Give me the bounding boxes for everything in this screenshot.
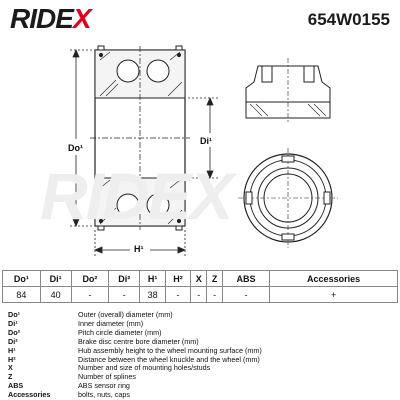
spec-table-header-row: Do¹ Di¹ Do² Di² H¹ H² X Z ABS Accessorie… [2, 270, 398, 287]
technical-drawing: RIDEX [0, 38, 400, 264]
legend-desc: Inner diameter (mm) [78, 318, 144, 328]
spec-header-x: X [189, 270, 208, 287]
spec-value-z: - [206, 286, 223, 303]
spec-value-do2: - [70, 286, 110, 303]
legend-key: Di¹ [8, 318, 18, 328]
legend-row: ABS ABS sensor ring [8, 381, 398, 391]
do-dimension [61, 48, 92, 228]
spec-value-accessories: + [269, 286, 398, 303]
spec-header-di1: Di¹ [39, 270, 72, 287]
legend-row: Do¹ Outer (overall) diameter (mm) [8, 310, 398, 320]
bearing-front-view [238, 148, 338, 248]
spec-table-value-row: 84 40 - - 38 - - - - + [2, 286, 398, 303]
legend-key: Accessories [8, 390, 51, 400]
di-dimension [188, 96, 222, 180]
legend-desc: Number of splines [78, 372, 136, 382]
bearing-drawing-svg: Do¹ Di¹ H¹ [61, 45, 338, 258]
legend-row: Z Number of splines [8, 372, 398, 382]
watermark: RIDEX [40, 159, 234, 233]
spec-header-do1: Do¹ [2, 270, 41, 287]
spec-header-do2: Do² [70, 270, 110, 287]
legend-row: Di² Brake disc centre bore diameter (mm) [8, 336, 398, 347]
spec-header-accessories: Accessories [269, 270, 398, 287]
spec-value-h2: - [165, 286, 191, 303]
legend-row: X Number and size of mounting holes/studs [8, 364, 398, 373]
legend-key: Do¹ [8, 310, 20, 319]
legend-desc: ABS sensor ring [78, 381, 130, 391]
legend-desc: Outer (overall) diameter (mm) [78, 310, 173, 319]
legend-key: H² [8, 354, 16, 364]
do-dimension-label: Do¹ [68, 143, 83, 153]
legend-key: H¹ [8, 345, 16, 355]
part-number: 654W0155 [307, 10, 390, 29]
header: RIDEX 654W0155 [0, 0, 400, 40]
legend-key: ABS [8, 381, 24, 391]
legend: Do¹ Outer (overall) diameter (mm) Di¹ Inne… [8, 310, 398, 400]
brand-logo: RIDEX [10, 3, 92, 35]
spec-value-di1: 40 [39, 286, 72, 303]
di-dimension-label: Di¹ [200, 136, 212, 146]
h-dimension-label: H¹ [134, 244, 144, 254]
legend-row: Do² Pitch circle diameter (mm) [8, 327, 398, 338]
legend-key: X [8, 363, 13, 373]
spec-header-abs: ABS [221, 270, 271, 287]
h-dimension [93, 230, 187, 258]
legend-key: Do² [8, 327, 20, 337]
spec-value-di2: - [108, 286, 141, 303]
legend-key: Z [8, 372, 13, 382]
legend-desc: Brake disc centre bore diameter (mm) [78, 336, 199, 346]
spec-value-x: - [189, 286, 208, 303]
spec-header-h1: H¹ [139, 270, 167, 287]
spec-header-z: Z [206, 270, 223, 287]
bearing-side-view [245, 58, 331, 124]
spec-header-di2: Di² [108, 270, 141, 287]
spec-table: Do¹ Di¹ Do² Di² H¹ H² X Z ABS Accessorie… [2, 270, 398, 303]
legend-row: Accessories bolts, nuts, caps [8, 390, 398, 400]
bearing-cross-section [90, 45, 190, 231]
legend-row: Di¹ Inner diameter (mm) [8, 318, 398, 329]
legend-row: H² Distance between the wheel knuckle and… [8, 354, 398, 365]
legend-desc: Pitch circle diameter (mm) [78, 327, 162, 337]
brand-logo-text: RIDE [10, 3, 74, 34]
legend-desc: Number and size of mounting holes/studs [78, 363, 211, 373]
legend-desc: Hub assembly height to the wheel mountin… [78, 345, 262, 355]
spec-value-abs: - [221, 286, 271, 303]
legend-desc: bolts, nuts, caps [78, 390, 130, 400]
legend-desc: Distance between the wheel knuckle and t… [78, 354, 260, 364]
legend-key: Di² [8, 336, 18, 346]
spec-header-h2: H² [165, 270, 191, 287]
legend-row: H¹ Hub assembly height to the wheel mount… [8, 345, 398, 356]
brand-logo-x: X [72, 3, 92, 34]
spec-value-do1: 84 [2, 286, 41, 303]
spec-value-h1: 38 [139, 286, 167, 303]
